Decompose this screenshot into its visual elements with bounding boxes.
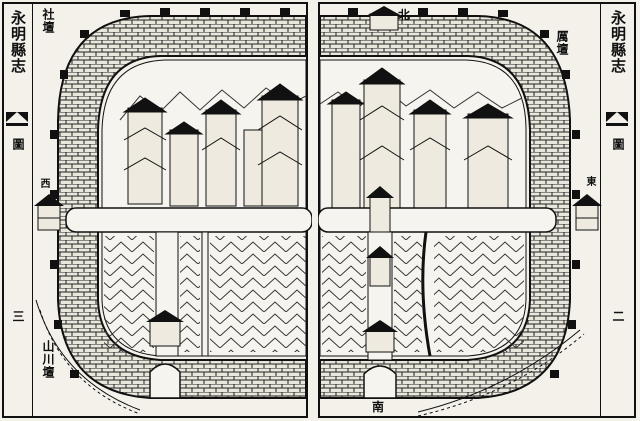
battlements	[50, 8, 290, 378]
battlements	[348, 8, 580, 378]
section-label: 圖	[611, 138, 625, 151]
frame-top	[2, 2, 308, 4]
drum-tower	[366, 246, 394, 287]
frame-bottom	[2, 416, 308, 418]
west-label: 西	[38, 178, 49, 189]
road-pavilion	[366, 186, 394, 233]
margin-rule	[600, 2, 601, 418]
government-buildings	[122, 83, 304, 207]
frame-right	[634, 2, 636, 418]
frame-left	[2, 2, 4, 418]
frame-bottom	[318, 416, 636, 418]
city-map-west-half	[34, 8, 312, 415]
gutter	[312, 0, 318, 421]
section-label: 圖	[11, 138, 25, 151]
li-altar-label: 厲壇	[555, 30, 569, 56]
north-label: 北	[398, 8, 411, 22]
she-altar-label: 社壇	[41, 8, 55, 34]
main-road	[318, 207, 557, 233]
book-title: 永明縣志	[609, 10, 627, 74]
east-gate-tower	[572, 194, 602, 231]
south-label: 南	[372, 400, 385, 414]
west-gate-tower	[34, 194, 64, 231]
book-title: 永明縣志	[9, 10, 27, 74]
page-number: 三	[11, 310, 25, 323]
main-road	[65, 207, 312, 233]
frame-top	[318, 2, 636, 4]
north-gate-tower	[366, 6, 402, 31]
south-gate	[146, 310, 184, 399]
page-number: 二	[611, 310, 625, 323]
city-map-east-half	[318, 6, 602, 417]
frame-left	[318, 2, 320, 418]
south-gate	[362, 320, 398, 399]
right-page: 北 南 東 厲壇 永明縣志 圖 二	[318, 0, 640, 421]
temple-buildings	[326, 67, 514, 211]
left-page: 永明縣志 圖 三	[0, 0, 312, 421]
mountain-river-altar-label: 山川壇	[41, 340, 55, 379]
margin-rule	[32, 2, 33, 418]
fishtail-mark	[606, 112, 628, 126]
fishtail-mark	[6, 112, 28, 126]
east-label: 東	[584, 176, 595, 187]
